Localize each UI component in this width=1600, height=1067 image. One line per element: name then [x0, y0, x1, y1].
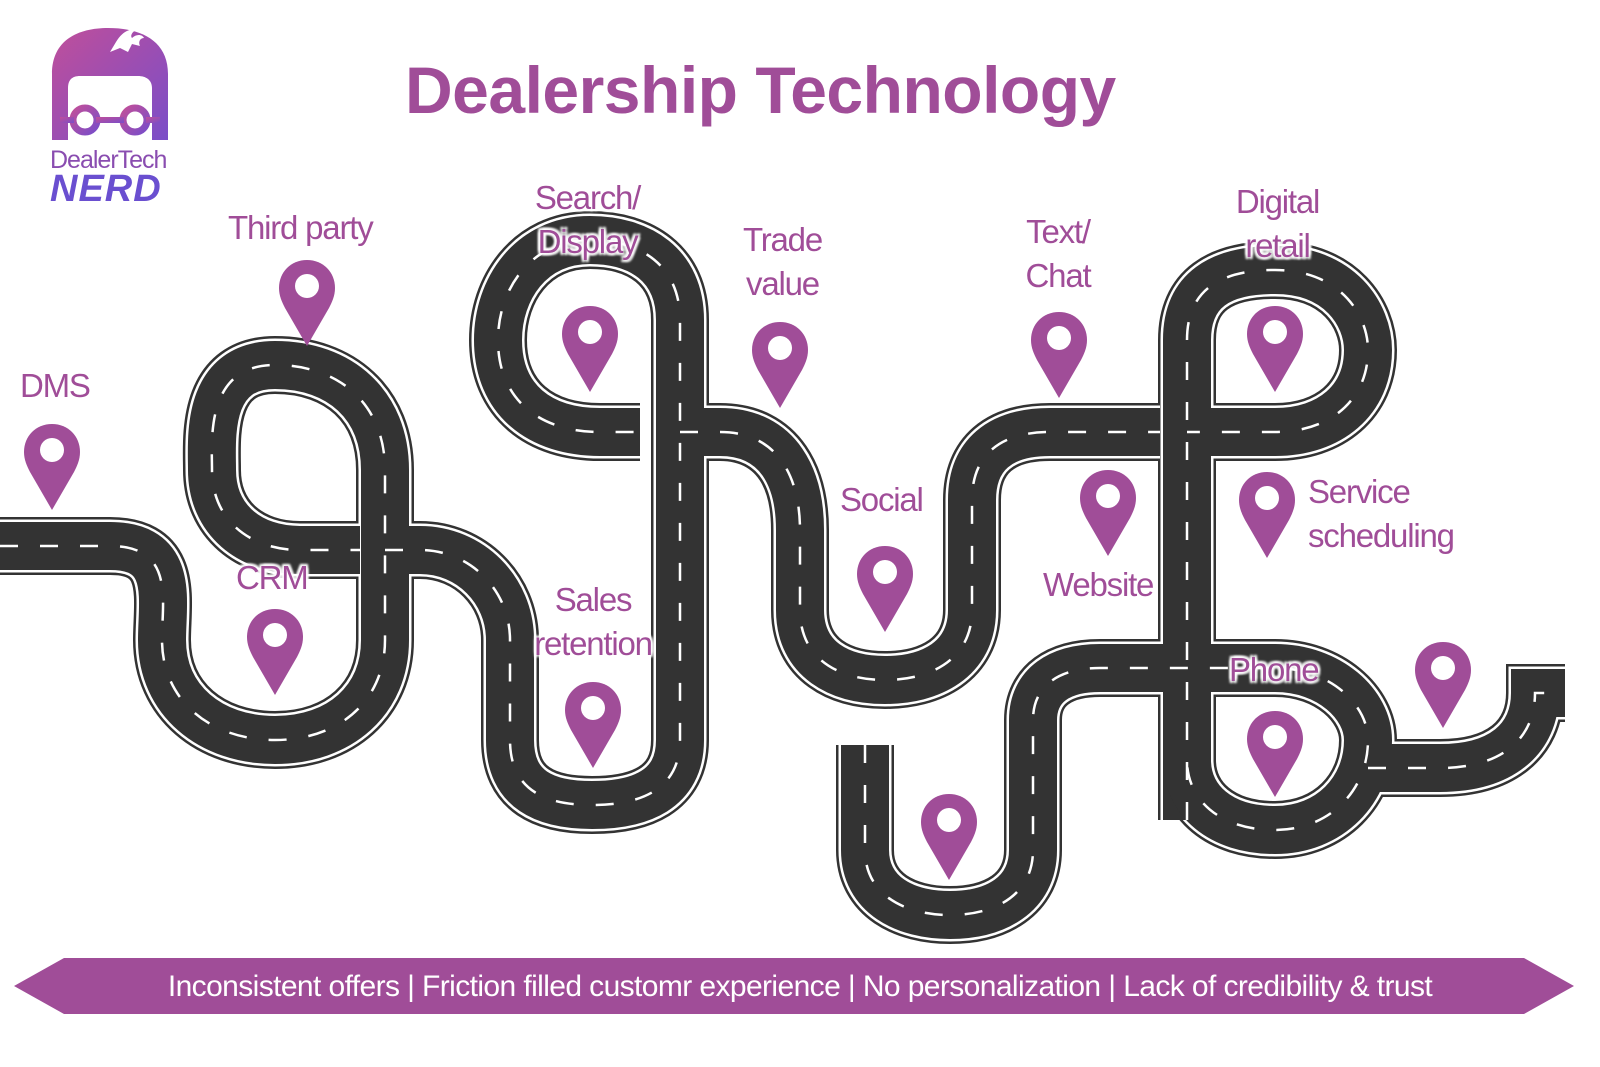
label-line: Text/: [1026, 213, 1091, 250]
label-website: Website: [1043, 563, 1154, 607]
banner-item: Lack of credibility & trust: [1123, 970, 1433, 1003]
map-pin-icon: [562, 306, 618, 392]
map-pin-icon: [921, 794, 977, 880]
label-line: CRM: [236, 559, 309, 596]
banner-separator: |: [840, 970, 863, 1003]
label-trade-value: Trade value: [735, 218, 830, 306]
map-pin-icon: [1415, 642, 1471, 728]
label-digital-retail: Digital retail: [1230, 180, 1325, 268]
label-line: Display: [537, 223, 639, 260]
page-title: Dealership Technology: [405, 53, 1116, 127]
road-center-dash: [680, 430, 1160, 682]
double-arrow-banner-icon: [14, 958, 1574, 1014]
label-line: Website: [1043, 566, 1154, 603]
label-social: Social: [840, 478, 924, 522]
label-line: Chat: [1025, 257, 1092, 294]
road-center-dash: [1185, 268, 1370, 820]
nerd-face-with-glasses-icon: [52, 28, 168, 140]
map-pin-icon: [24, 424, 80, 510]
logo-name-line2: NERD: [50, 168, 162, 210]
road-center-dash: [1368, 691, 1565, 770]
map-pin-icon: [1247, 306, 1303, 392]
label-line: Trade: [743, 221, 823, 258]
map-pin-icon: [1247, 711, 1303, 797]
label-text-chat: Text/Chat: [1018, 210, 1098, 298]
banner-text: Inconsistent offers | Friction filled cu…: [0, 962, 1600, 1012]
label-search-display: Search/Display: [530, 176, 645, 264]
banner-item: No personalization: [862, 970, 1101, 1003]
map-pin-icon: [565, 682, 621, 768]
map-pin-icon: [1239, 472, 1295, 558]
map-pin-icon: [1080, 470, 1136, 556]
logo-name-line1: DealerTech: [50, 146, 167, 174]
label-line: Search/: [534, 179, 642, 216]
label-line: Digital: [1235, 183, 1321, 220]
label-crm: CRM: [236, 556, 309, 600]
label-line: retail: [1245, 227, 1311, 264]
label-line: Third party: [228, 209, 374, 246]
label-line: value: [746, 265, 820, 302]
map-pin-icon: [247, 609, 303, 695]
label-phone: Phone: [1229, 648, 1320, 692]
road-asphalt: [841, 644, 1393, 940]
banner-item: Inconsistent offers: [167, 970, 400, 1003]
label-line: Social: [840, 481, 924, 518]
label-service-scheduling: Service scheduling: [1308, 470, 1455, 558]
map-pin-icon: [279, 260, 335, 346]
map-pin-icon: [752, 322, 808, 408]
label-line: retention: [534, 625, 653, 662]
banner-separator: |: [399, 970, 423, 1003]
label-dms: DMS: [20, 364, 91, 408]
label-third-party: Third party: [228, 206, 374, 250]
banner-separator: |: [1100, 970, 1124, 1003]
road-center-dash: [0, 363, 387, 742]
label-line: DMS: [20, 367, 91, 404]
label-line: scheduling: [1308, 517, 1455, 554]
map-pin-icon: [857, 546, 913, 632]
banner-item: Friction filled customr experience: [422, 970, 841, 1003]
label-line: Sales: [554, 581, 633, 618]
label-line: Service: [1308, 473, 1411, 510]
road-center-dash: [385, 238, 682, 807]
label-sales-retention: Sales retention: [528, 578, 658, 666]
label-line: Phone: [1229, 651, 1320, 688]
map-pin-icon: [1031, 312, 1087, 398]
